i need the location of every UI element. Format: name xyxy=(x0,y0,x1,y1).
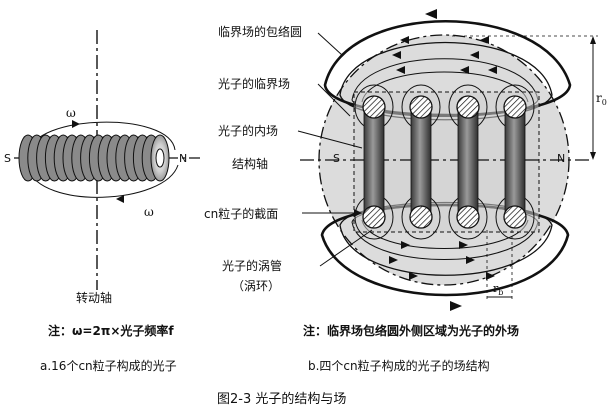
left-pole-n: N xyxy=(179,152,187,165)
cn-particle-section-top xyxy=(503,95,527,119)
outer-loop-arrow-top xyxy=(425,9,437,19)
field-arrows xyxy=(389,36,497,280)
rotation-axis-label: 转动轴 xyxy=(76,290,112,305)
cn-particle-section-top xyxy=(362,95,386,119)
vortex-tube xyxy=(504,107,526,217)
right-caption: b.四个cn粒子构成的光子的场结构 xyxy=(308,358,490,373)
left-note: 注：ω=2π×光子频率f xyxy=(48,323,174,338)
inner-field-loop-top-2 xyxy=(361,71,529,103)
cn-particle-section-bottom xyxy=(456,205,480,229)
cn-particle-section-top xyxy=(409,95,433,119)
cn-particle-section-bottom xyxy=(362,205,386,229)
vortex-tube xyxy=(410,107,432,217)
left-figure: ω ω S N 转动轴 xyxy=(4,30,200,305)
left-pole-s: S xyxy=(4,152,11,165)
vortex-tube xyxy=(457,107,479,217)
label-inner-field: 光子的内场 xyxy=(218,123,278,138)
cn-particle-section-bottom xyxy=(503,205,527,229)
arrow-head-top xyxy=(72,120,80,128)
label-vortex-ring: （涡环） xyxy=(232,279,280,293)
omega-bottom-label: ω xyxy=(144,205,154,219)
cn-particle-section-bottom xyxy=(409,205,433,229)
right-pole-s: S xyxy=(333,152,340,165)
rb-label: rb xyxy=(493,282,503,297)
cn-particle-section-top xyxy=(456,95,480,119)
vortex-tube xyxy=(363,107,385,217)
r0-label: r0 xyxy=(596,91,607,107)
coil-of-rings xyxy=(18,134,170,182)
r0-arrow-top xyxy=(590,36,596,44)
right-figure: r0 rb S N 临界场的包络圆 光子的临界场 光子的内场 结构轴 cn粒子的… xyxy=(204,9,607,311)
label-cn-section: cn粒子的截面 xyxy=(204,206,278,221)
cn-section-pointer xyxy=(354,209,362,217)
label-critical-field: 光子的临界场 xyxy=(218,76,290,91)
figure-title: 图2-3 光子的结构与场 xyxy=(217,391,346,407)
label-vortex-tube: 光子的涡管 xyxy=(222,258,282,273)
right-note: 注：临界场包络圆外侧区域为光子的外场 xyxy=(303,323,519,338)
coil-center-hole xyxy=(155,148,165,168)
r0-arrow-bottom xyxy=(590,152,596,160)
vortex-tubes xyxy=(354,84,535,240)
left-caption: a.16个cn粒子构成的光子 xyxy=(40,358,177,373)
outer-loop-arrow-bottom xyxy=(450,301,462,311)
label-critical-envelope: 临界场的包络圆 xyxy=(218,24,302,39)
omega-top-label: ω xyxy=(66,106,76,120)
arrow-head-bottom xyxy=(116,195,124,203)
callout-leaders xyxy=(297,32,373,267)
right-pole-n: N xyxy=(557,152,565,165)
label-structure-axis: 结构轴 xyxy=(232,156,268,171)
